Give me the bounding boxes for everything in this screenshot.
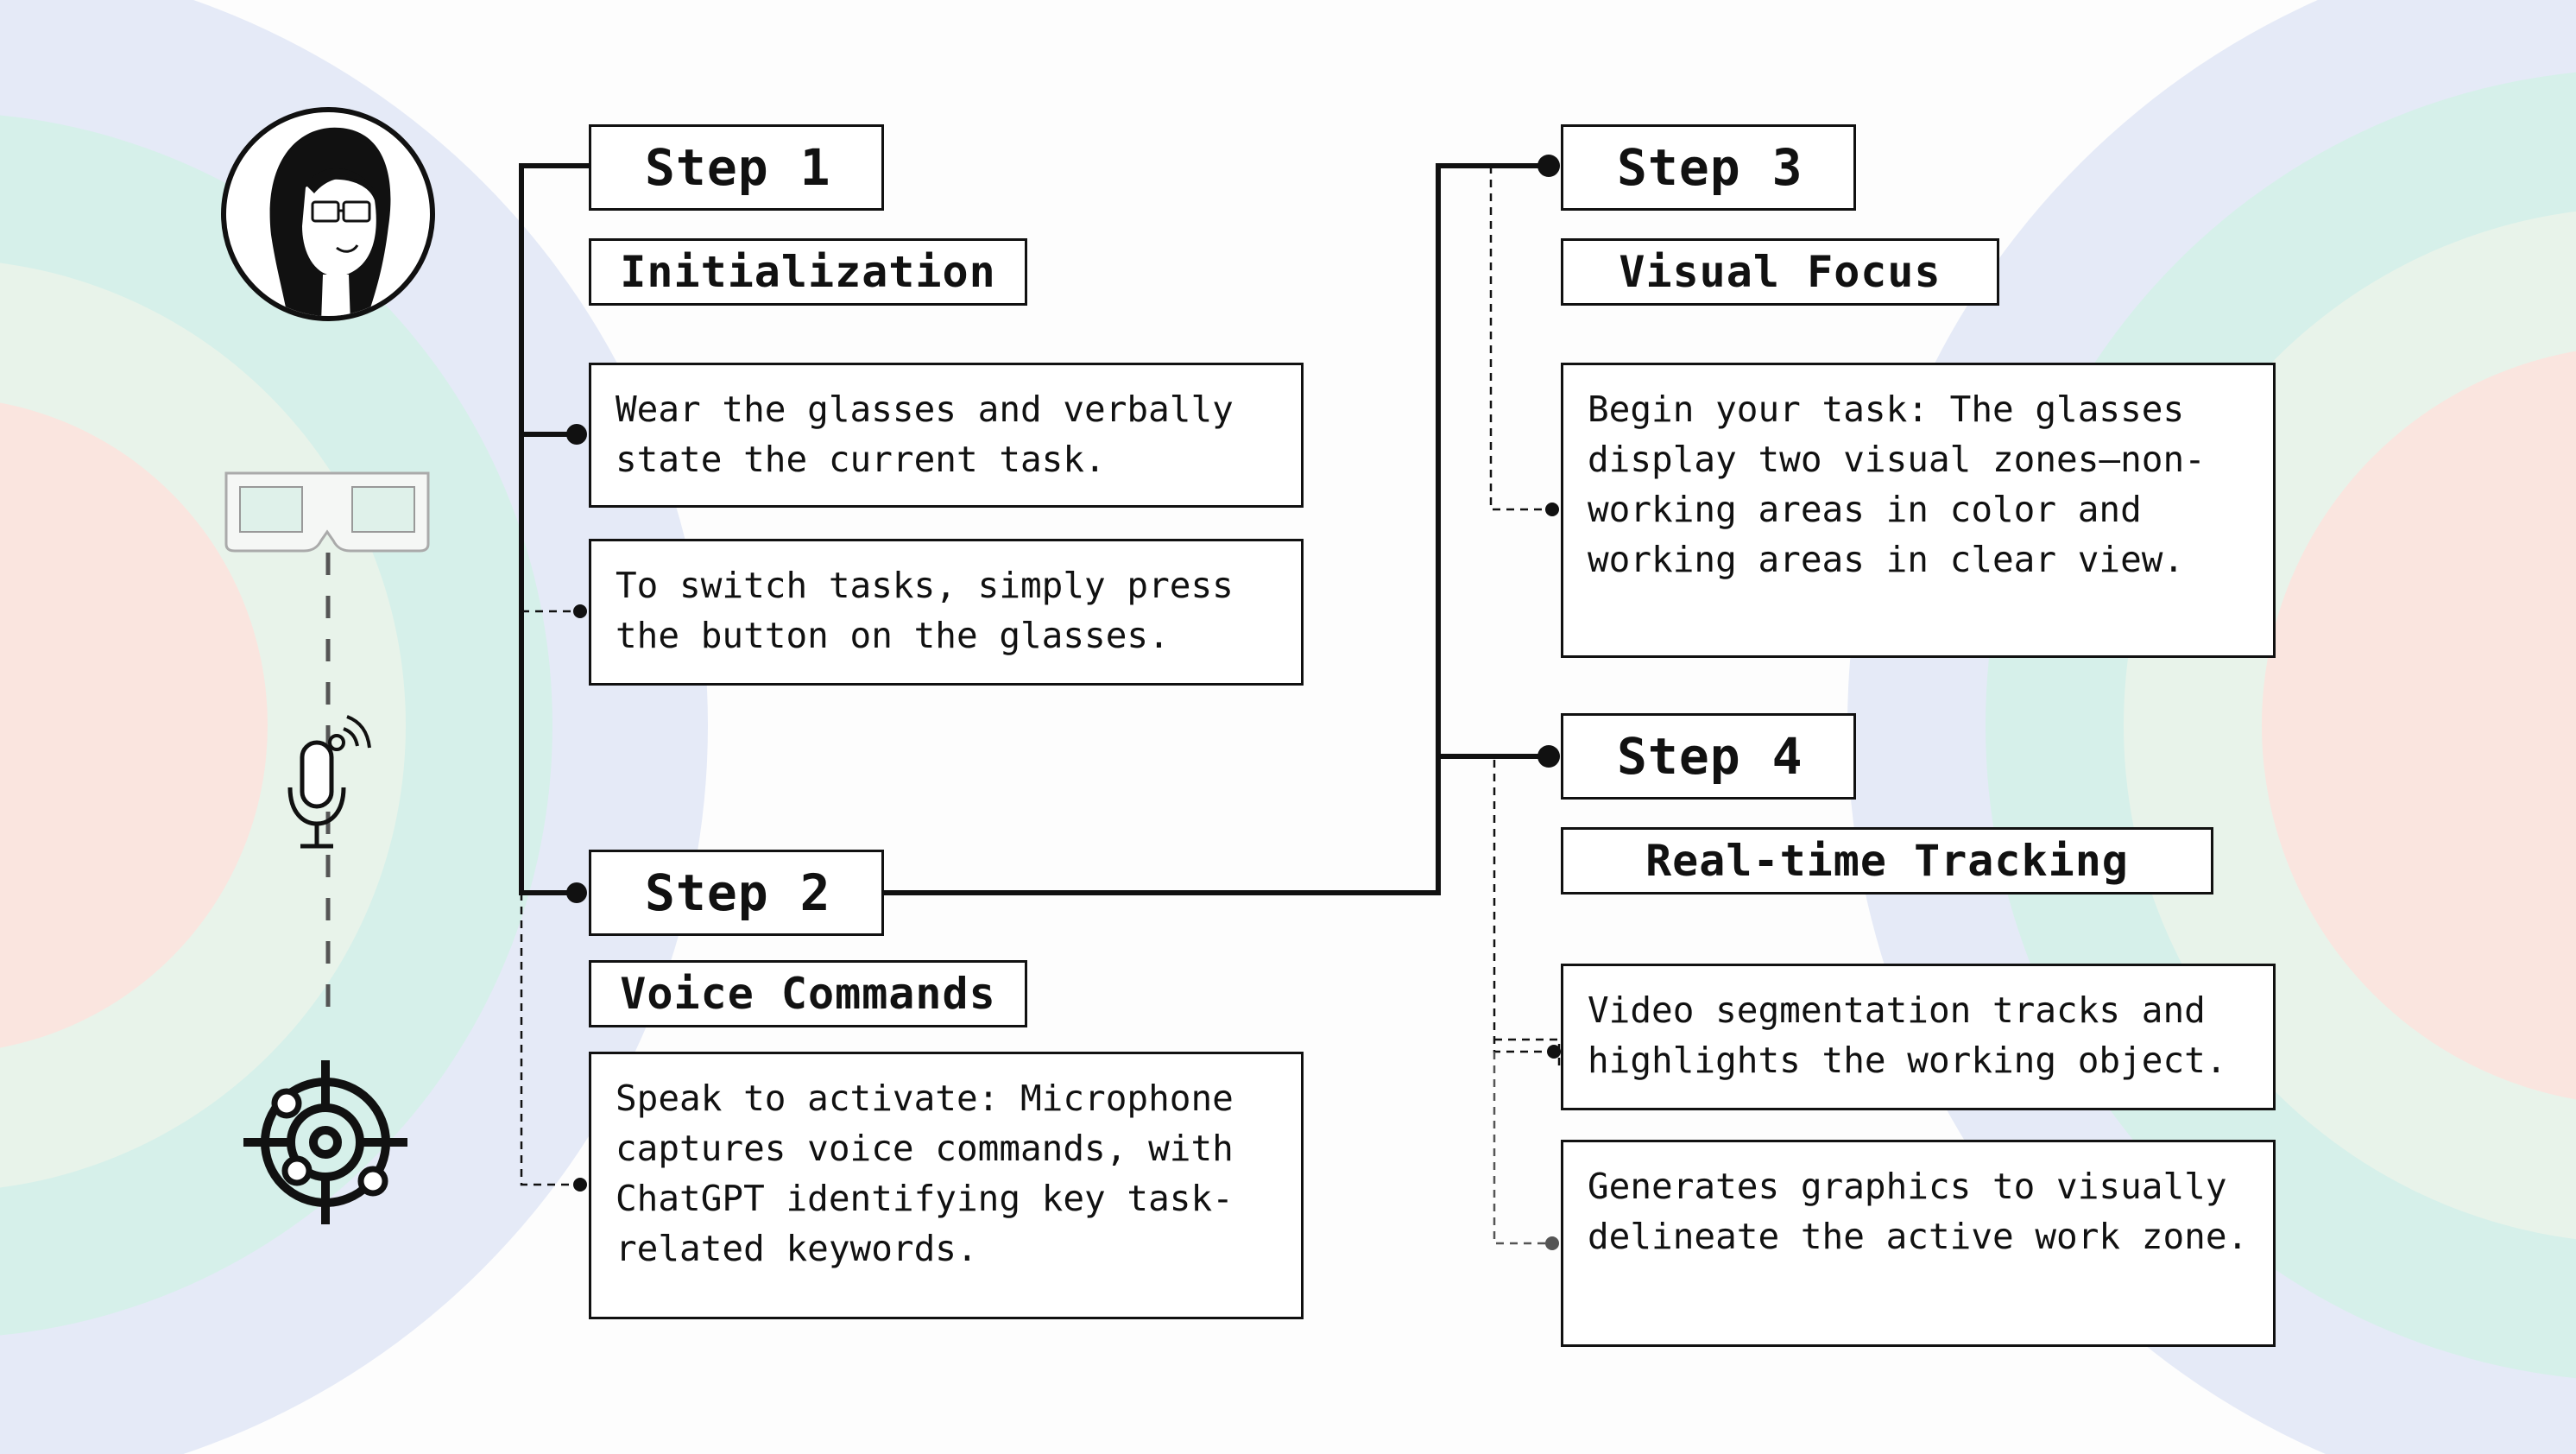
step-1-item-2: To switch tasks, simply press the button… [589, 539, 1304, 686]
step-2-item-1: Speak to activate: Microphone captures v… [589, 1052, 1304, 1319]
step-4-item-2: Generates graphics to visually delineate… [1561, 1140, 2276, 1347]
step-1-item-1-text: Wear the glasses and verbally state the … [616, 389, 1234, 480]
step-4-item-2-text: Generates graphics to visually delineate… [1588, 1166, 2249, 1257]
step-1-item-2-text: To switch tasks, simply press the button… [616, 565, 1234, 656]
step-4-title: Real-time Tracking [1561, 827, 2213, 895]
step-3-label: Step 3 [1561, 124, 1856, 211]
step-3-title: Visual Focus [1561, 238, 1999, 306]
target-crosshair-icon [243, 1060, 407, 1224]
step-3-item-1-text: Begin your task: The glasses display two… [1588, 389, 2206, 580]
step-2-label: Step 2 [589, 850, 884, 936]
step-2-title: Voice Commands [589, 960, 1027, 1027]
step-1-item-1: Wear the glasses and verbally state the … [589, 363, 1304, 508]
smart-glasses-icon [224, 471, 430, 553]
left-rings [0, 0, 708, 1454]
microphone-wireless-icon [287, 715, 371, 849]
avatar-icon [221, 107, 435, 321]
step-4-item-1-text: Video segmentation tracks and highlights… [1588, 989, 2227, 1081]
step-2-item-1-text: Speak to activate: Microphone captures v… [616, 1078, 1234, 1269]
step-3-item-1: Begin your task: The glasses display two… [1561, 363, 2276, 658]
step-1-title: Initialization [589, 238, 1027, 306]
step-1-label: Step 1 [589, 124, 884, 211]
step-4-item-1: Video segmentation tracks and highlights… [1561, 964, 2276, 1110]
step-4-label: Step 4 [1561, 713, 1856, 800]
